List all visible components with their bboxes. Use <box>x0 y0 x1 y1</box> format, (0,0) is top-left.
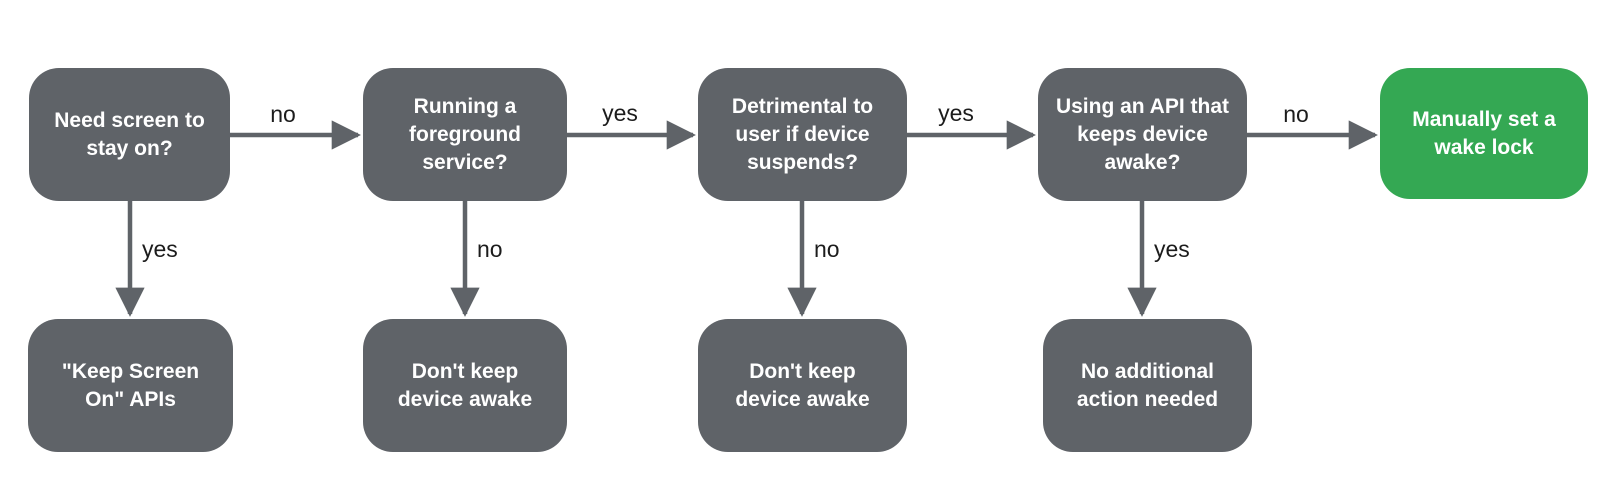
node-no-additional-action: No additional action needed <box>1043 319 1252 452</box>
node-detrimental-if-suspends: Detrimental to user if device suspends? <box>698 68 907 201</box>
node-label: Manually set a wake lock <box>1412 107 1556 159</box>
edge-label-q4-yes: yes <box>1154 236 1190 262</box>
node-manually-set-wake-lock: Manually set a wake lock <box>1380 68 1588 199</box>
node-api-keeps-device-awake: Using an API that keeps device awake? <box>1038 68 1247 201</box>
node-label: Don't keep device awake <box>397 359 533 411</box>
edge-label-q1-yes: yes <box>142 236 178 262</box>
node-label: Detrimental to user if device suspends? <box>731 94 874 174</box>
edge-label-q1-no: no <box>270 101 296 127</box>
node-need-screen-stay-on: Need screen to stay on? <box>29 68 230 201</box>
node-label: Need screen to stay on? <box>54 108 205 160</box>
node-dont-keep-device-awake-2: Don't keep device awake <box>698 319 907 452</box>
node-running-foreground-service: Running a foreground service? <box>363 68 567 201</box>
node-dont-keep-device-awake-1: Don't keep device awake <box>363 319 567 452</box>
edge-label-q3-yes: yes <box>938 100 974 126</box>
edge-label-q2-yes: yes <box>602 100 638 126</box>
edge-label-q4-no: no <box>1283 101 1309 127</box>
node-label: Running a foreground service? <box>409 94 521 174</box>
node-label: No additional action needed <box>1076 359 1219 411</box>
node-label: Using an API that keeps device awake? <box>1055 94 1230 174</box>
node-label: Don't keep device awake <box>735 359 870 411</box>
node-label: "Keep Screen On" APIs <box>61 359 200 411</box>
edge-label-q2-no: no <box>477 236 503 262</box>
edge-label-q3-no: no <box>814 236 840 262</box>
node-keep-screen-on-apis: "Keep Screen On" APIs <box>28 319 233 452</box>
